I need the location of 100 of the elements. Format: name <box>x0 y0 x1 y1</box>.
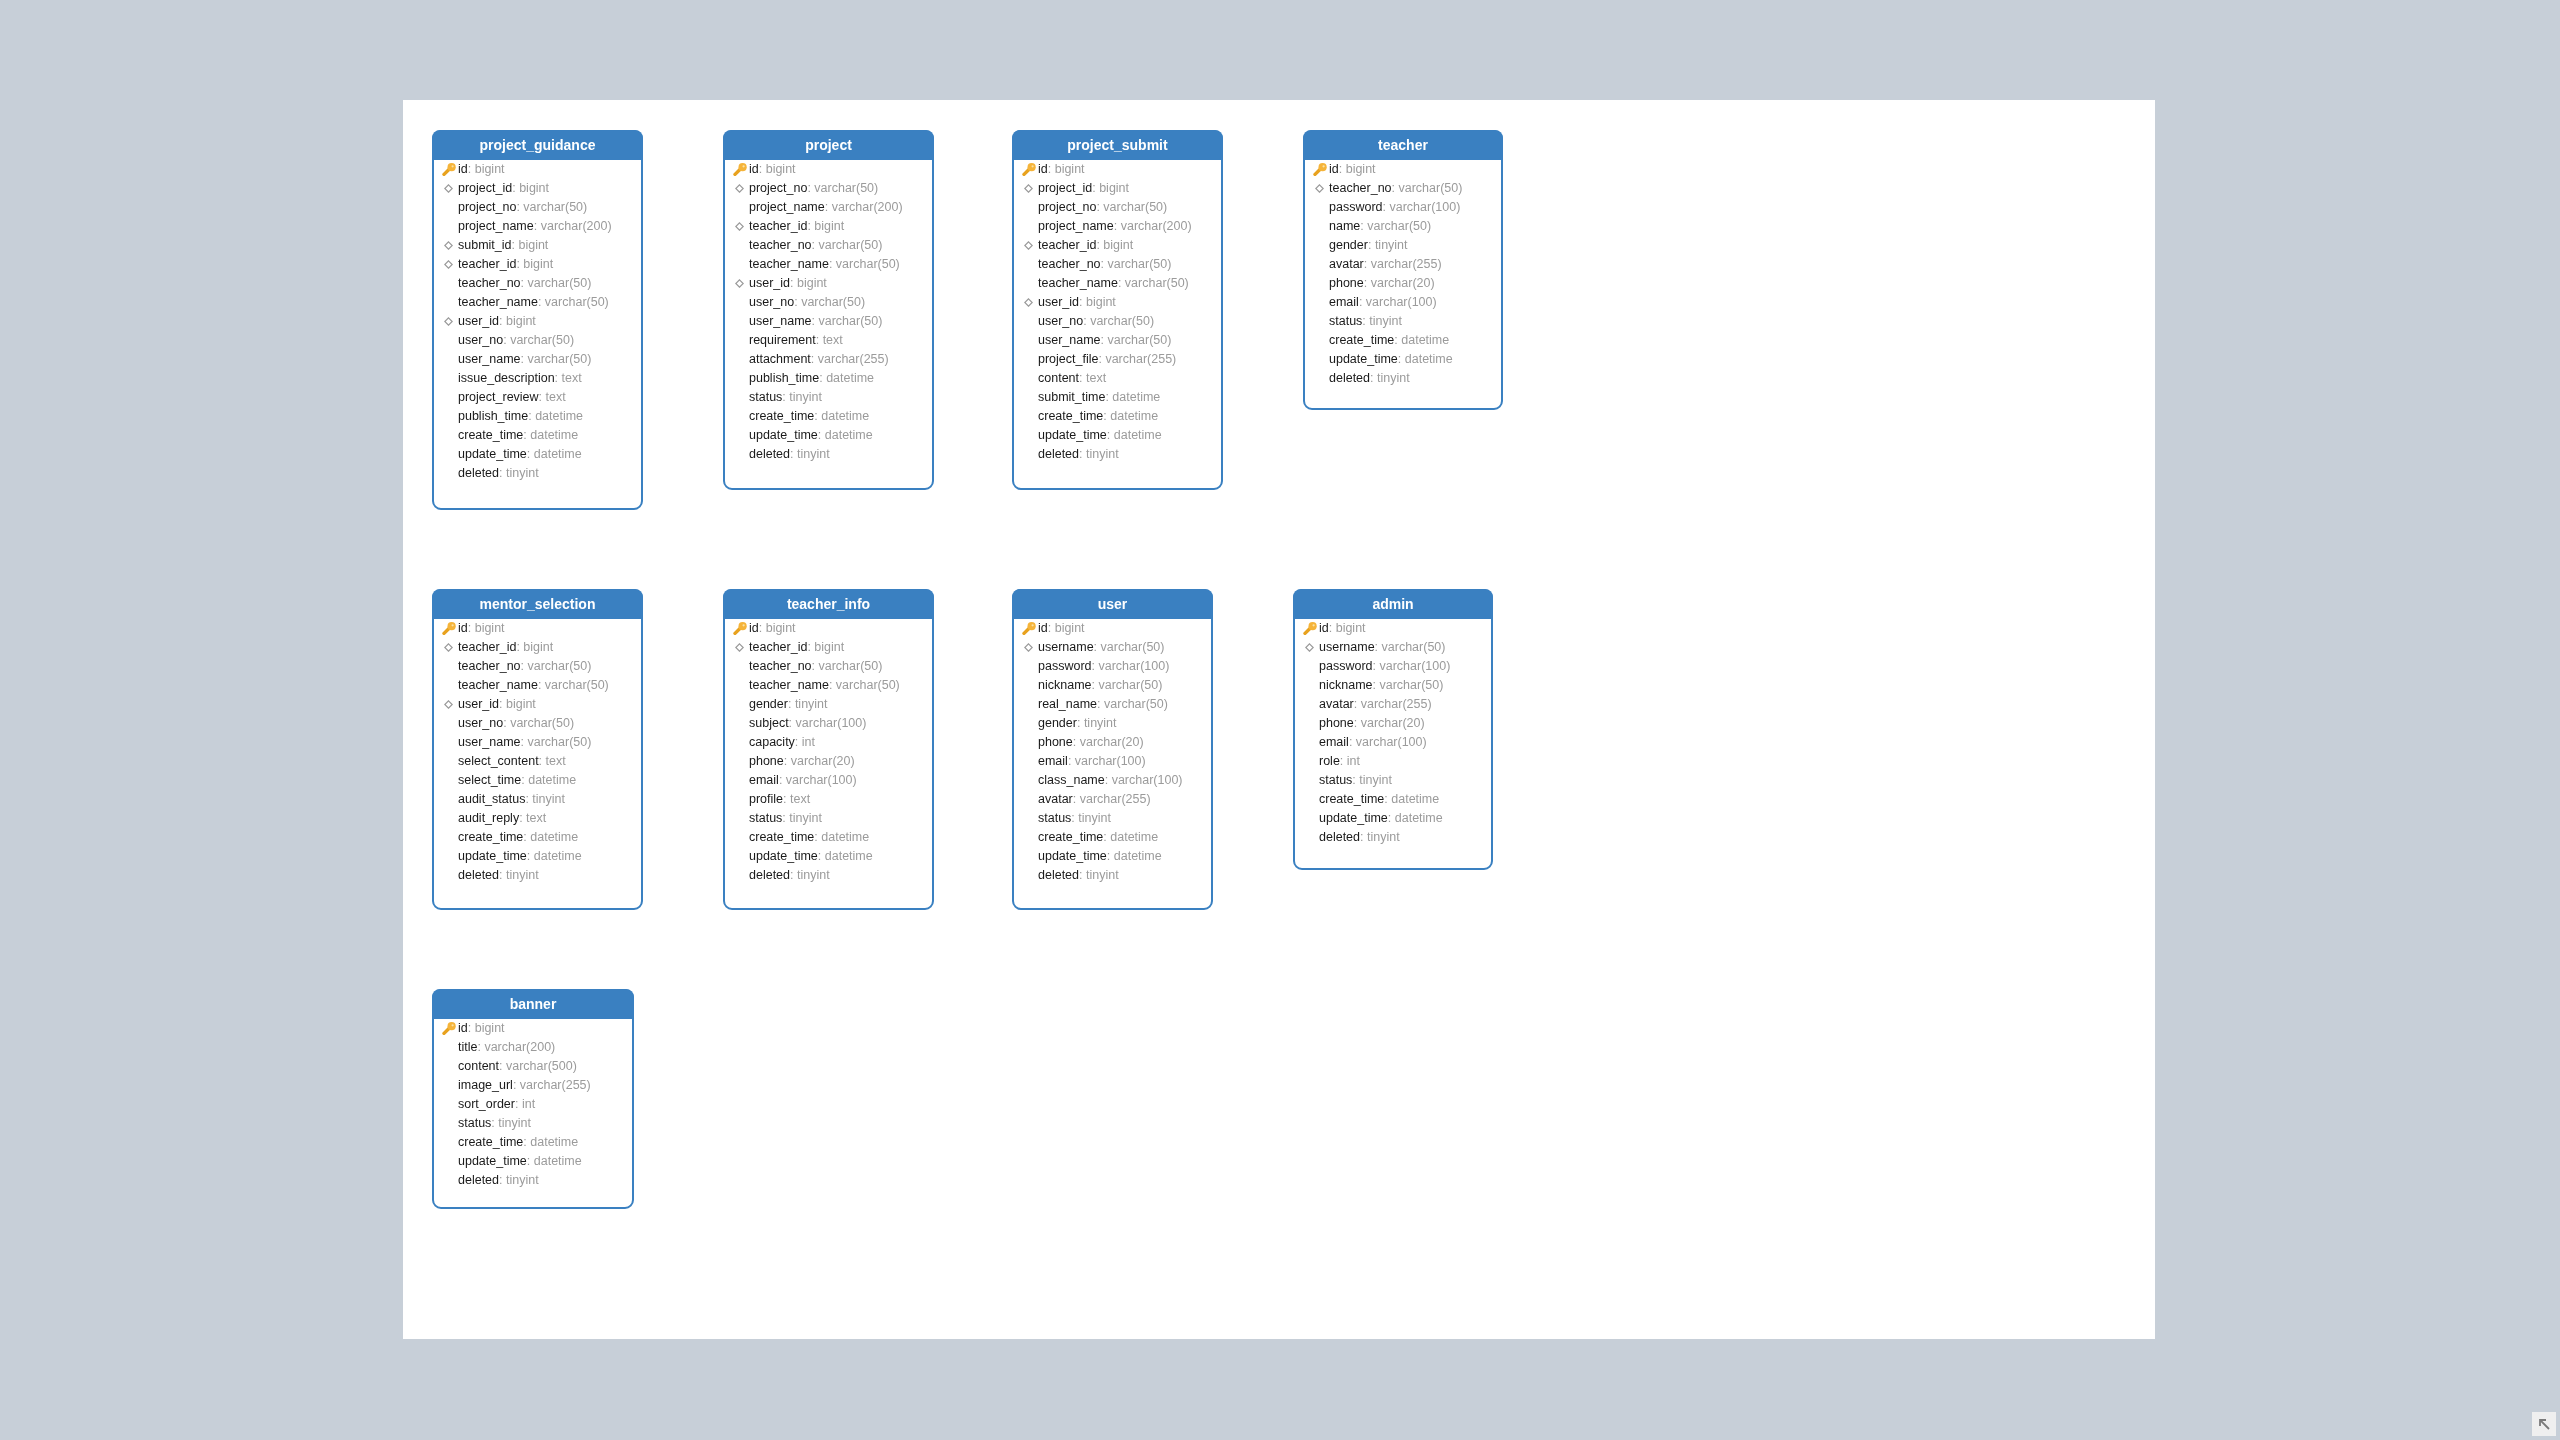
column-definition: teacher_id: bigint <box>1038 237 1134 254</box>
column-definition: select_time: datetime <box>458 772 577 789</box>
column-definition: user_no: varchar(50) <box>458 332 575 349</box>
column-definition: teacher_name: varchar(50) <box>1038 275 1189 292</box>
column-definition: audit_status: tinyint <box>458 791 566 808</box>
column-definition: update_time: datetime <box>1038 848 1162 865</box>
column-definition: id: bigint <box>749 161 796 178</box>
column-definition: email: varchar(100) <box>1319 734 1427 751</box>
column-definition: create_time: datetime <box>458 427 579 444</box>
column-definition: project_name: varchar(200) <box>1038 218 1192 235</box>
column-definition: project_id: bigint <box>1038 180 1130 197</box>
column-definition: gender: tinyint <box>1038 715 1117 732</box>
column-definition: submit_time: datetime <box>1038 389 1161 406</box>
column-definition: avatar: varchar(255) <box>1038 791 1151 808</box>
column-definition: create_time: datetime <box>749 408 870 425</box>
table-title: project_guidance <box>432 130 643 160</box>
column-definition: create_time: datetime <box>1329 332 1450 349</box>
column-definition: teacher_no: varchar(50) <box>749 658 883 675</box>
column-definition: phone: varchar(20) <box>1329 275 1435 292</box>
column-definition: status: tinyint <box>749 389 822 406</box>
column-definition: project_name: varchar(200) <box>749 199 903 216</box>
column-definition: create_time: datetime <box>1319 791 1440 808</box>
column-definition: phone: varchar(20) <box>1319 715 1425 732</box>
column-definition: image_url: varchar(255) <box>458 1077 591 1094</box>
column-definition: id: bigint <box>1319 620 1366 637</box>
column-definition: issue_description: text <box>458 370 582 387</box>
column-definition: id: bigint <box>1038 161 1085 178</box>
column-definition: username: varchar(50) <box>1038 639 1165 656</box>
column-definition: teacher_name: varchar(50) <box>749 256 900 273</box>
column-definition: user_name: varchar(50) <box>458 351 592 368</box>
column-definition: teacher_id: bigint <box>458 256 554 273</box>
column-definition: gender: tinyint <box>749 696 828 713</box>
column-definition: gender: tinyint <box>1329 237 1408 254</box>
column-definition: create_time: datetime <box>1038 829 1159 846</box>
entity-table <box>1303 130 1503 410</box>
column-definition: create_time: datetime <box>749 829 870 846</box>
column-definition: id: bigint <box>458 161 505 178</box>
entity-table <box>1293 589 1493 870</box>
column-definition: status: tinyint <box>1038 810 1111 827</box>
column-definition: user_name: varchar(50) <box>749 313 883 330</box>
column-definition: project_review: text <box>458 389 566 406</box>
column-definition: role: int <box>1319 753 1360 770</box>
table-title: user <box>1012 589 1213 619</box>
column-definition: email: varchar(100) <box>1329 294 1437 311</box>
column-definition: project_no: varchar(50) <box>749 180 879 197</box>
column-definition: requirement: text <box>749 332 843 349</box>
column-definition: deleted: tinyint <box>1319 829 1400 846</box>
column-definition: deleted: tinyint <box>458 867 539 884</box>
column-definition: update_time: datetime <box>458 446 582 463</box>
entity-table <box>1012 589 1213 910</box>
column-definition: nickname: varchar(50) <box>1319 677 1444 694</box>
column-definition: user_no: varchar(50) <box>1038 313 1155 330</box>
column-definition: capacity: int <box>749 734 815 751</box>
column-definition: user_no: varchar(50) <box>749 294 866 311</box>
column-definition: audit_reply: text <box>458 810 547 827</box>
column-definition: teacher_no: varchar(50) <box>749 237 883 254</box>
column-definition: real_name: varchar(50) <box>1038 696 1168 713</box>
entity-table <box>723 589 934 910</box>
column-definition: deleted: tinyint <box>1329 370 1410 387</box>
column-definition: create_time: datetime <box>458 829 579 846</box>
column-definition: update_time: datetime <box>1329 351 1453 368</box>
column-definition: title: varchar(200) <box>458 1039 556 1056</box>
column-definition: user_name: varchar(50) <box>1038 332 1172 349</box>
column-definition: teacher_id: bigint <box>749 218 845 235</box>
column-definition: deleted: tinyint <box>458 465 539 482</box>
column-definition: phone: varchar(20) <box>749 753 855 770</box>
column-definition: publish_time: datetime <box>749 370 875 387</box>
table-title: teacher <box>1303 130 1503 160</box>
entity-table <box>432 589 643 910</box>
column-definition: status: tinyint <box>1329 313 1402 330</box>
table-title: project <box>723 130 934 160</box>
column-definition: update_time: datetime <box>749 848 873 865</box>
column-definition: project_file: varchar(255) <box>1038 351 1177 368</box>
column-definition: teacher_id: bigint <box>458 639 554 656</box>
table-title: banner <box>432 989 634 1019</box>
table-title: admin <box>1293 589 1493 619</box>
column-definition: password: varchar(100) <box>1329 199 1461 216</box>
column-definition: name: varchar(50) <box>1329 218 1432 235</box>
column-definition: id: bigint <box>749 620 796 637</box>
column-definition: submit_id: bigint <box>458 237 549 254</box>
column-definition: create_time: datetime <box>1038 408 1159 425</box>
column-definition: id: bigint <box>458 620 505 637</box>
column-definition: update_time: datetime <box>458 1153 582 1170</box>
column-definition: user_id: bigint <box>749 275 827 292</box>
column-definition: teacher_no: varchar(50) <box>458 275 592 292</box>
column-definition: password: varchar(100) <box>1319 658 1451 675</box>
column-definition: project_no: varchar(50) <box>458 199 588 216</box>
column-definition: teacher_name: varchar(50) <box>749 677 900 694</box>
column-definition: teacher_no: varchar(50) <box>1329 180 1463 197</box>
column-definition: create_time: datetime <box>458 1134 579 1151</box>
table-title: teacher_info <box>723 589 934 619</box>
entity-table <box>432 130 643 510</box>
column-definition: content: varchar(500) <box>458 1058 577 1075</box>
column-definition: email: varchar(100) <box>1038 753 1146 770</box>
column-definition: update_time: datetime <box>1319 810 1443 827</box>
column-definition: user_id: bigint <box>1038 294 1116 311</box>
column-definition: deleted: tinyint <box>1038 446 1119 463</box>
column-definition: user_no: varchar(50) <box>458 715 575 732</box>
table-title: mentor_selection <box>432 589 643 619</box>
column-definition: class_name: varchar(100) <box>1038 772 1183 789</box>
